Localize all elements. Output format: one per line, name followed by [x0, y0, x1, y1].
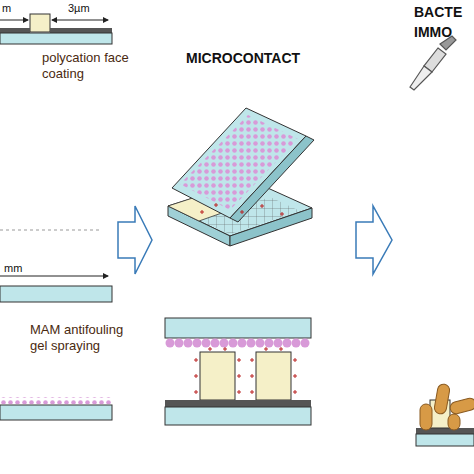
bacteria-section	[416, 383, 474, 446]
substrate-section	[0, 230, 112, 302]
coating-label: polycation face coating	[42, 50, 134, 83]
step-title: IMMO	[414, 24, 452, 42]
hydrogel-layer	[0, 397, 112, 420]
dimension-label: m	[2, 2, 11, 16]
hydrogel-bead	[292, 339, 301, 348]
hydrogel-bead	[283, 339, 292, 348]
hydrogel-bead	[211, 339, 220, 348]
hydrogel-bead	[202, 339, 211, 348]
step-arrow	[118, 206, 152, 274]
hydrogel-bead	[166, 339, 175, 348]
hydrogel-bead	[220, 339, 229, 348]
hydrogel-bead	[184, 339, 193, 348]
hydrogel-bead	[238, 339, 247, 348]
hydrogel-bead	[229, 339, 238, 348]
pillar-section	[0, 14, 112, 44]
stamp-3d	[168, 108, 314, 246]
step-title: BACTE	[414, 4, 462, 22]
hydrogel-bead	[274, 339, 283, 348]
hydrogel-bead	[175, 339, 184, 348]
hydrogel-bead	[193, 339, 202, 348]
hydrogel-bead	[247, 339, 256, 348]
hydrogel-bead	[301, 339, 310, 348]
coating-label: MAM antifouling gel spraying	[30, 322, 142, 355]
hydrogel-bead	[265, 339, 274, 348]
dimension-label: mm	[4, 262, 22, 276]
pipette	[410, 36, 456, 90]
dimension-label: 3µm	[68, 2, 90, 16]
contact-section	[165, 318, 311, 425]
step-title: MICROCONTACT	[186, 50, 300, 68]
hydrogel-bead	[256, 339, 265, 348]
step-arrow	[356, 206, 392, 274]
polycation-charge	[194, 347, 297, 394]
